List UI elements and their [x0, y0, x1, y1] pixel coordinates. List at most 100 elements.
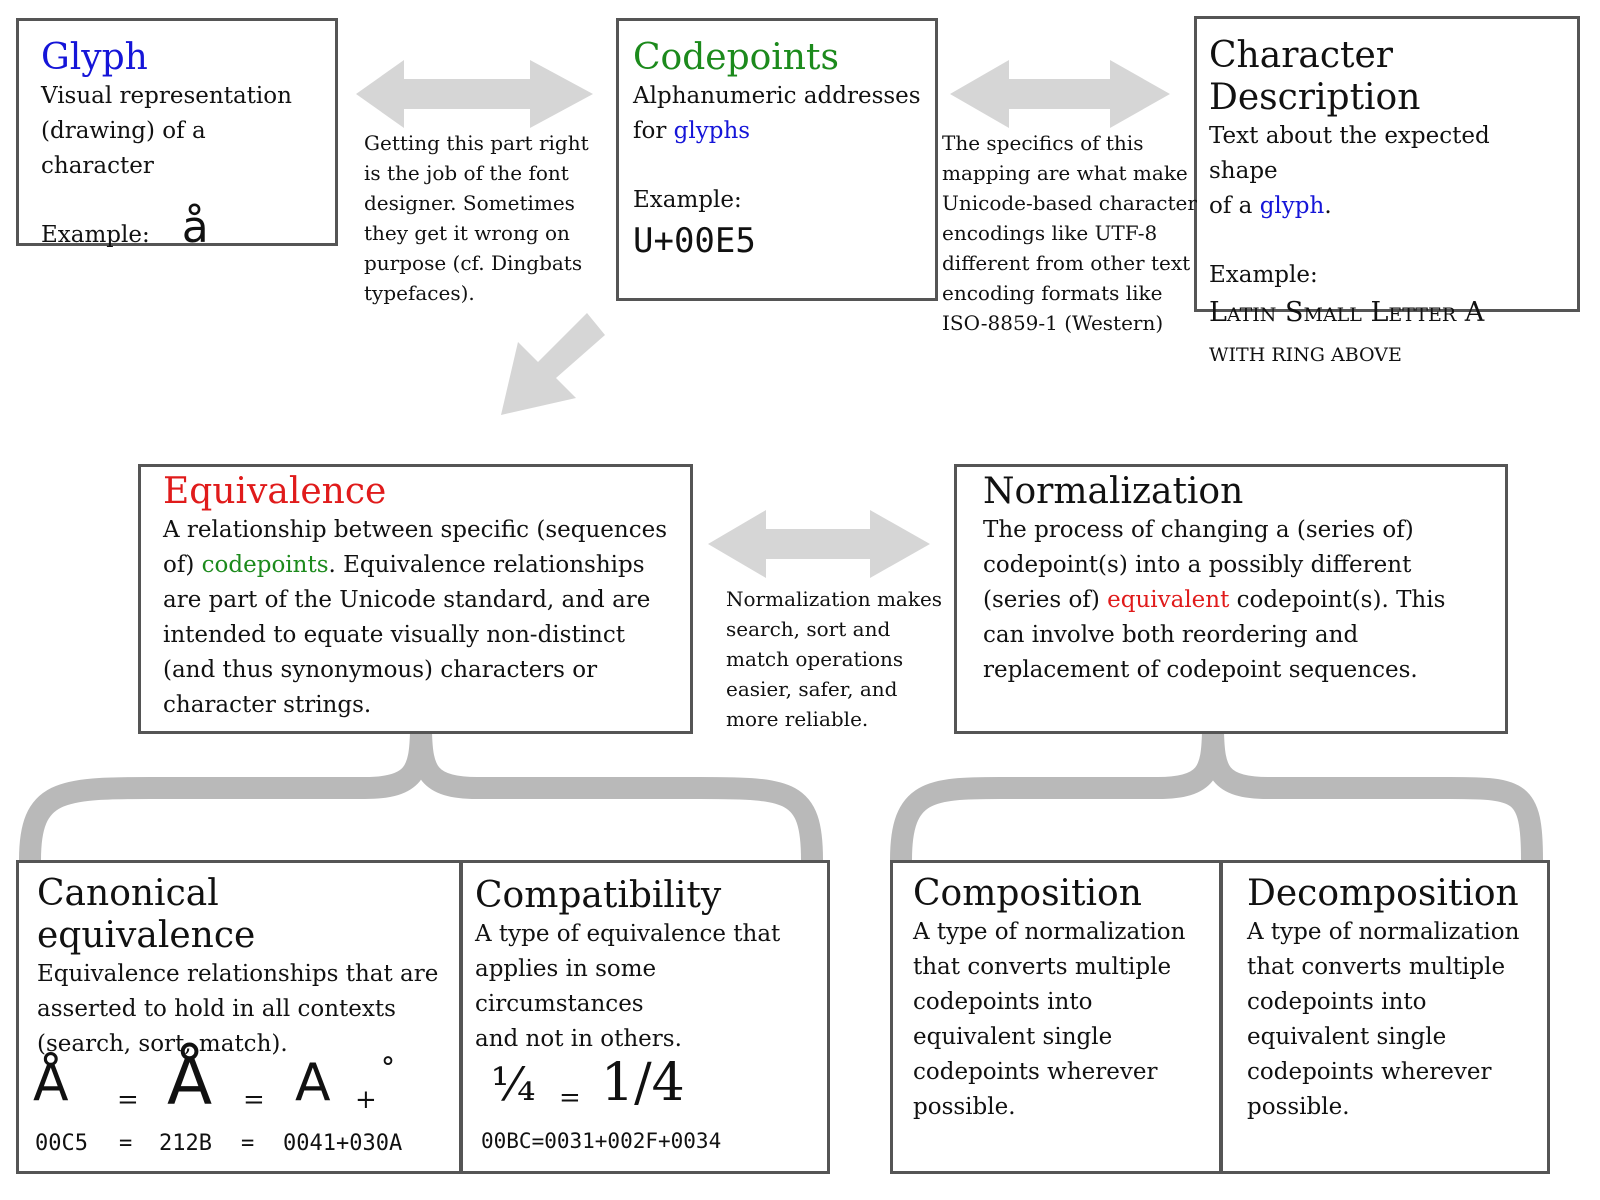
- equivalence-line-4: intended to equate visually non-distinct: [163, 622, 625, 648]
- note-normalization-line: more reliable.: [726, 707, 869, 731]
- codepoints-example-value: U+00E5: [633, 221, 756, 261]
- character-description-line-2: of a glyph.: [1209, 189, 1565, 224]
- glyph-example-value: å: [181, 202, 209, 253]
- canonical-glyph-angstrom: Å: [167, 1043, 213, 1120]
- note-font-designer-line: designer. Sometimes: [364, 191, 575, 215]
- composition-line-5: codepoints wherever: [913, 1059, 1158, 1085]
- normalization-title: Normalization: [983, 471, 1244, 512]
- note-font-designer-line: is the job of the font: [364, 161, 569, 185]
- decomposition-line-4: equivalent single: [1247, 1024, 1447, 1050]
- codepoints-line-2-prefix: for: [633, 118, 674, 144]
- equivalence-line-5: (and thus synonymous) characters or: [163, 657, 598, 683]
- canonical-glyph-a-ring: Å: [33, 1053, 69, 1113]
- codepoints-glyphs-link: glyphs: [673, 118, 751, 144]
- decomposition-line-1: A type of normalization: [1247, 919, 1520, 945]
- note-font-designer: Getting this part right is the job of th…: [364, 128, 589, 308]
- diagonal-arrow-to-equivalence: [501, 313, 605, 415]
- note-font-designer-line: typefaces).: [364, 281, 475, 305]
- note-normalization-line: match operations: [726, 647, 904, 671]
- glyph-title: Glyph: [41, 37, 148, 78]
- note-mapping-line: The specifics of this: [942, 131, 1144, 155]
- composition-line-3: codepoints into: [913, 989, 1093, 1015]
- note-mapping-line: mapping are what make: [942, 161, 1188, 185]
- double-arrow-codepoints-description: [950, 60, 1170, 128]
- normalization-line-2: codepoint(s) into a possibly different: [983, 552, 1412, 578]
- canonical-ring: °: [381, 1051, 395, 1084]
- compatibility-glyph-fraction: 1/4: [601, 1053, 685, 1113]
- character-description-example-label: Example:: [1209, 262, 1318, 288]
- normalization-line-4: can involve both reordering and: [983, 622, 1359, 648]
- equivalence-line-2: of) codepoints. Equivalence relationship…: [163, 548, 668, 583]
- composition-line-6: possible.: [913, 1094, 1016, 1120]
- glyph-example-label: Example:: [41, 222, 150, 248]
- canonical-line-3: (search, sort, match).: [37, 1031, 288, 1057]
- normalization-line-1: The process of changing a (series of): [983, 517, 1414, 543]
- decomposition-line-2: that converts multiple: [1247, 954, 1506, 980]
- compatibility-glyph-quarter: ¼: [491, 1057, 536, 1111]
- compatibility-line-1: A type of equivalence that: [475, 921, 781, 947]
- decomposition-box: Decomposition A type of normalization th…: [1220, 860, 1550, 1174]
- compatibility-box: Compatibility A type of equivalence that…: [460, 860, 830, 1174]
- equivalence-line-2-suffix: . Equivalence relationships: [328, 552, 645, 578]
- note-mapping-line: different from other text: [942, 251, 1191, 275]
- codepoints-title: Codepoints: [633, 37, 839, 78]
- equivalence-line-3: are part of the Unicode standard, and ar…: [163, 587, 651, 613]
- character-description-glyph-link: glyph: [1259, 193, 1325, 219]
- decomposition-title: Decomposition: [1247, 873, 1519, 914]
- normalization-box: Normalization The process of changing a …: [954, 464, 1508, 734]
- canonical-code-3: 0041+030A: [283, 1131, 403, 1156]
- canonical-equals-1: =: [117, 1085, 139, 1115]
- normalization-equivalent-link: equivalent: [1107, 587, 1230, 613]
- normalization-line-3: (series of) equivalent codepoint(s). Thi…: [983, 583, 1479, 618]
- normalization-line-5: replacement of codepoint sequences.: [983, 657, 1418, 683]
- canonical-equals-2: =: [243, 1085, 265, 1115]
- decomposition-line-6: possible.: [1247, 1094, 1350, 1120]
- brace-normalization: [890, 731, 1543, 861]
- glyph-line-2: (drawing) of a character: [41, 118, 206, 179]
- composition-line-1: A type of normalization: [913, 919, 1186, 945]
- character-description-line-2-suffix: .: [1324, 193, 1332, 219]
- character-description-line-2-prefix: of a: [1209, 193, 1260, 219]
- codepoints-line-2: for glyphs: [633, 114, 921, 149]
- canonical-code-2: 212B: [159, 1131, 212, 1156]
- glyph-box: Glyph Visual representation (drawing) of…: [16, 18, 338, 253]
- codepoints-box: Codepoints Alphanumeric addresses for gl…: [616, 18, 938, 301]
- composition-line-4: equivalent single: [913, 1024, 1113, 1050]
- equivalence-line-2-prefix: of): [163, 552, 202, 578]
- codepoints-line-1: Alphanumeric addresses: [633, 83, 921, 109]
- glyph-line-1: Visual representation: [41, 83, 292, 109]
- note-font-designer-line: Getting this part right: [364, 131, 589, 155]
- composition-line-2: that converts multiple: [913, 954, 1172, 980]
- codepoints-example-label: Example:: [633, 187, 742, 213]
- character-description-line-1: Text about the expected shape: [1209, 123, 1490, 184]
- compatibility-title: Compatibility: [475, 875, 722, 916]
- character-description-example-line-2: with ring above: [1209, 337, 1402, 368]
- note-normalization-line: easier, safer, and: [726, 677, 898, 701]
- note-mapping-line: ISO-8859-1 (Western): [942, 311, 1164, 335]
- equivalence-line-1: A relationship between specific (sequenc…: [163, 517, 668, 543]
- composition-title: Composition: [913, 873, 1142, 914]
- note-mapping: The specifics of this mapping are what m…: [942, 128, 1197, 338]
- equivalence-title: Equivalence: [163, 471, 387, 512]
- note-mapping-line: encoding formats like: [942, 281, 1163, 305]
- note-normalization-line: Normalization makes: [726, 587, 943, 611]
- note-normalization: Normalization makes search, sort and mat…: [726, 584, 942, 734]
- canonical-plus: +: [355, 1085, 377, 1115]
- character-description-example-line-1: Latin Small Letter A: [1209, 297, 1485, 328]
- compatibility-line-2: applies in some circumstances: [475, 956, 657, 1017]
- decomposition-line-5: codepoints wherever: [1247, 1059, 1492, 1085]
- equivalence-codepoints-link: codepoints: [201, 552, 329, 578]
- character-description-title: Character Description: [1209, 35, 1421, 118]
- note-mapping-line: encodings like UTF-8: [942, 221, 1158, 245]
- note-mapping-line: Unicode-based character: [942, 191, 1197, 215]
- compatibility-equals: =: [559, 1083, 581, 1113]
- canonical-line-1: Equivalence relationships that are: [37, 961, 439, 987]
- equivalence-line-6: character strings.: [163, 692, 372, 718]
- canonical-code-eq-2: =: [241, 1131, 255, 1156]
- normalization-line-3-suffix: codepoint(s). This: [1229, 587, 1446, 613]
- compatibility-line-3: and not in others.: [475, 1026, 682, 1052]
- character-description-box: Character Description Text about the exp…: [1194, 16, 1580, 368]
- composition-box: Composition A type of normalization that…: [890, 860, 1222, 1174]
- canonical-equivalence-box: Canonical equivalence Equivalence relati…: [16, 860, 462, 1174]
- canonical-code-1: 00C5: [35, 1131, 88, 1156]
